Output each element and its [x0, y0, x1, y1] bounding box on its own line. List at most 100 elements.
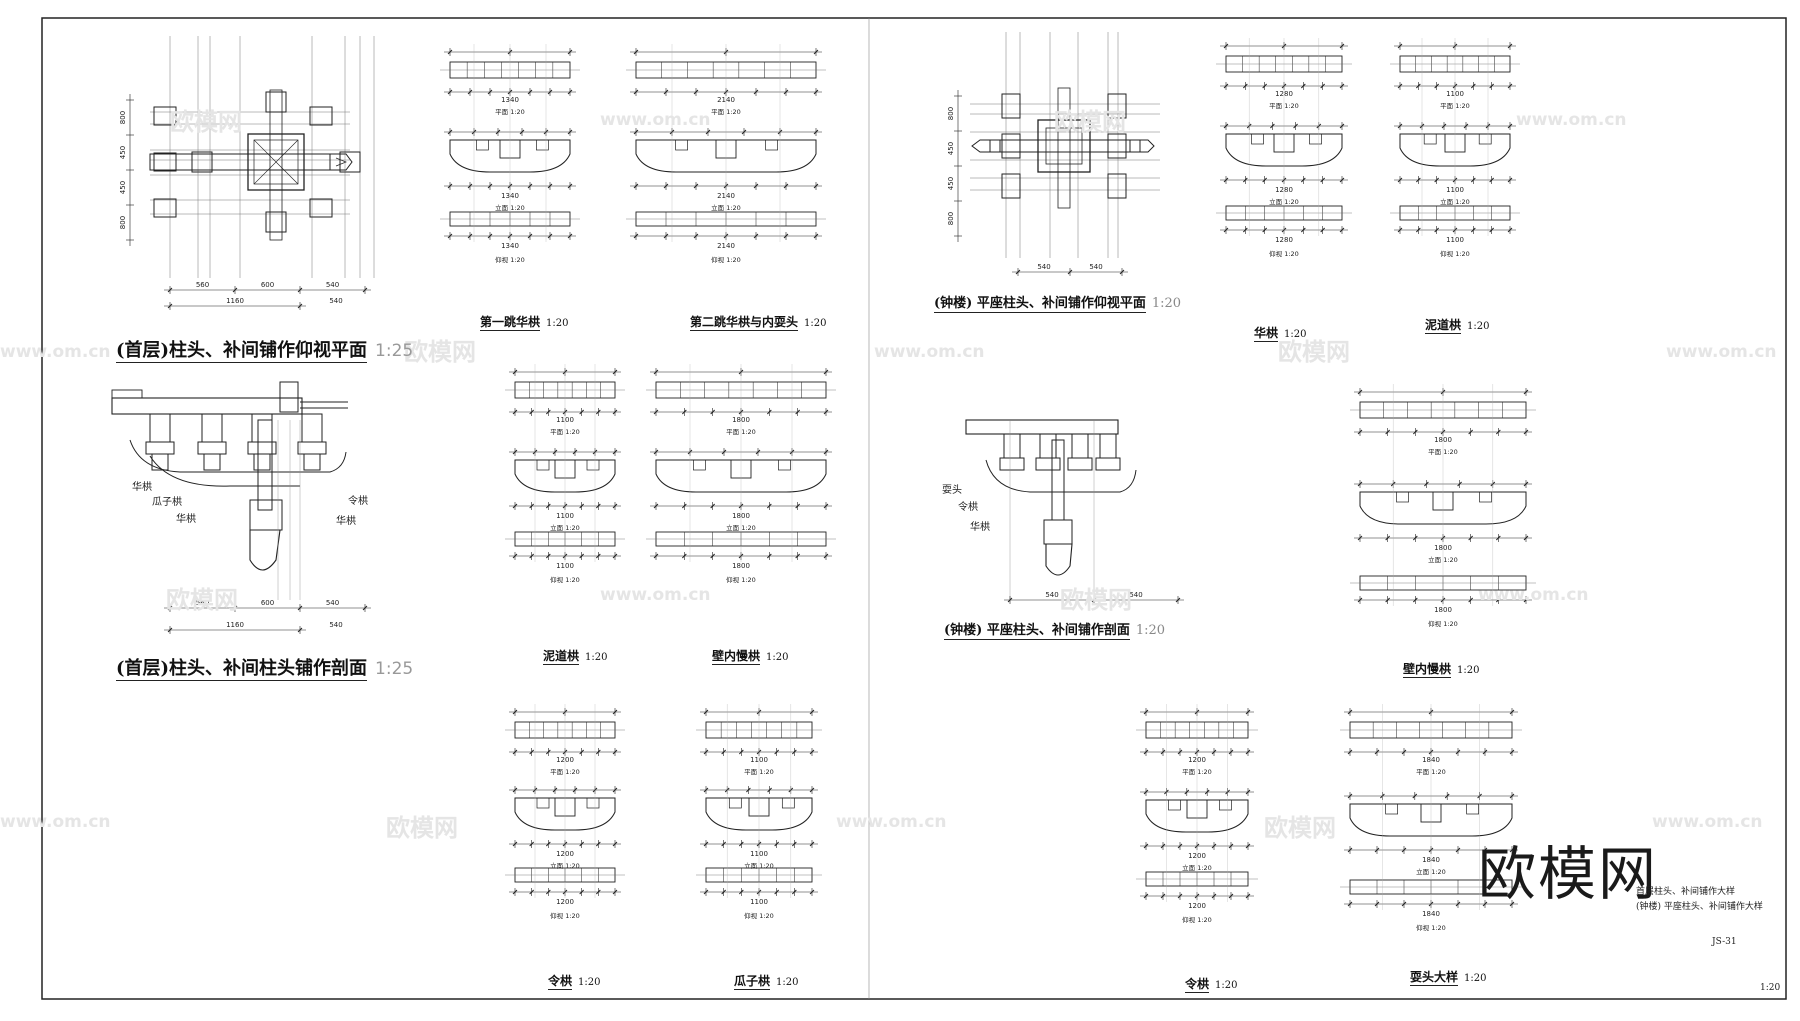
detail-scale-d1: 1:20 — [546, 318, 569, 329]
detail-scale-d9: 1:20 — [1457, 665, 1480, 676]
detail-view-label: 仰视 1:20 — [550, 911, 580, 920]
detail-title-d9: 壁内慢栱 1:20 — [1403, 660, 1480, 678]
detail-total: 1100 — [556, 562, 574, 570]
detail-title-d1-text: 第一跳华栱 — [480, 315, 541, 331]
detail-title-d5-text: 令栱 — [548, 974, 573, 990]
detail-title-d7: 华栱 1:20 — [1254, 324, 1307, 342]
sheet-frame — [41, 17, 1787, 1000]
left-plan-dim: 540 — [329, 297, 342, 305]
detail-total: 2140 — [717, 242, 735, 250]
detail-view-label: 仰视 1:20 — [726, 575, 756, 584]
callout-left-4: 令栱 — [348, 496, 368, 507]
detail-scale-d5: 1:20 — [578, 977, 601, 988]
detail-total: 1340 — [501, 242, 519, 250]
right-plan-dim: 540 — [1089, 263, 1102, 271]
title-block-line2: (钟楼) 平座柱头、补间铺作大样 — [1636, 902, 1763, 912]
detail-title-d5: 令栱 1:20 — [548, 972, 601, 990]
detail-title-d1: 第一跳华栱 1:20 — [480, 313, 569, 331]
left-plan-dim: 800 — [119, 111, 127, 124]
left-plan-dim: 1160 — [226, 297, 244, 305]
left-section-dim: 540 — [326, 599, 339, 607]
callout-left-3: 华栱 — [176, 514, 196, 525]
left-plan-title-text: (首层)柱头、补间铺作仰视平面 — [116, 340, 368, 363]
detail-title-d11: 耍头大样 1:20 — [1410, 968, 1487, 986]
right-plan-title-text: (钟楼) 平座柱头、补间铺作仰视平面 — [934, 296, 1146, 313]
right-plan-dim: 800 — [947, 212, 955, 225]
callout-right-3: 华栱 — [970, 522, 990, 533]
right-plan-title: (钟楼) 平座柱头、补间铺作仰视平面 1:20 — [934, 292, 1182, 313]
detail-view-label: 仰视 1:20 — [1428, 619, 1458, 628]
detail-total: 1100 — [1446, 236, 1464, 244]
right-plan-dim: 450 — [947, 142, 955, 155]
detail-scale-d6: 1:20 — [776, 977, 799, 988]
detail-total: 1280 — [1275, 236, 1293, 244]
detail-title-d9-text: 壁内慢栱 — [1403, 662, 1452, 678]
detail-title-d3-text: 泥道栱 — [543, 649, 580, 665]
left-plan-dim: 540 — [326, 281, 339, 289]
detail-title-d8-text: 泥道栱 — [1425, 318, 1462, 334]
left-plan-dim: 800 — [119, 216, 127, 229]
detail-scale-d3: 1:20 — [585, 652, 608, 663]
left-section-dim: 540 — [329, 621, 342, 629]
right-section-title-text: (钟楼) 平座柱头、补间铺作剖面 — [944, 623, 1130, 640]
detail-scale-d11: 1:20 — [1464, 973, 1487, 984]
detail-view-label: 仰视 1:20 — [1440, 249, 1470, 258]
detail-total: 1200 — [1188, 902, 1206, 910]
detail-scale-d2: 1:20 — [804, 318, 827, 329]
detail-title-d11-text: 耍头大样 — [1410, 970, 1459, 986]
detail-scale-d8: 1:20 — [1467, 321, 1490, 332]
title-block-line1: 首层柱头、补间铺作大样 — [1636, 887, 1736, 897]
left-plan-dim: 560 — [196, 281, 209, 289]
callout-left-1: 华栱 — [132, 482, 152, 493]
left-plan-dim: 450 — [119, 146, 127, 159]
left-section-scale: 1:25 — [375, 659, 414, 679]
detail-total: 1100 — [750, 898, 768, 906]
detail-view-label: 仰视 1:20 — [1269, 249, 1299, 258]
detail-scale-d4: 1:20 — [766, 652, 789, 663]
right-section-dim: 540 — [1129, 591, 1142, 599]
detail-title-d4-text: 壁内慢栱 — [712, 649, 761, 665]
detail-view-label: 仰视 1:20 — [1182, 915, 1212, 924]
callout-left-5: 华栱 — [336, 516, 356, 527]
sheet-scale: 1:20 — [1760, 983, 1781, 993]
brand-logo: 欧模网 — [1478, 840, 1659, 908]
left-plan-dim: 600 — [261, 281, 274, 289]
callout-left-2: 瓜子栱 — [152, 497, 182, 508]
left-section-title: (首层)柱头、补间柱头铺作剖面 1:25 — [116, 654, 414, 681]
detail-view-label: 仰视 1:20 — [711, 255, 741, 264]
callout-right-2: 令栱 — [958, 502, 978, 513]
right-plan-drawing: 540 540 800 450 450 800 — [947, 32, 1160, 276]
detail-title-d3: 泥道栱 1:20 — [543, 647, 608, 665]
right-plan-scale: 1:20 — [1151, 296, 1182, 311]
detail-total: 1800 — [1434, 606, 1452, 614]
right-plan-dim: 450 — [947, 177, 955, 190]
left-section-dim: 600 — [261, 599, 274, 607]
detail-total: 1800 — [732, 562, 750, 570]
detail-view-label: 仰视 1:20 — [1416, 923, 1446, 932]
detail-scale-d7: 1:20 — [1284, 329, 1307, 340]
detail-title-d7-text: 华栱 — [1254, 326, 1279, 342]
left-section-dim: 1160 — [226, 621, 244, 629]
right-plan-dim: 800 — [947, 107, 955, 120]
detail-total: 1840 — [1422, 910, 1440, 918]
left-section-title-text: (首层)柱头、补间柱头铺作剖面 — [116, 658, 368, 681]
right-plan-dim: 540 — [1037, 263, 1050, 271]
